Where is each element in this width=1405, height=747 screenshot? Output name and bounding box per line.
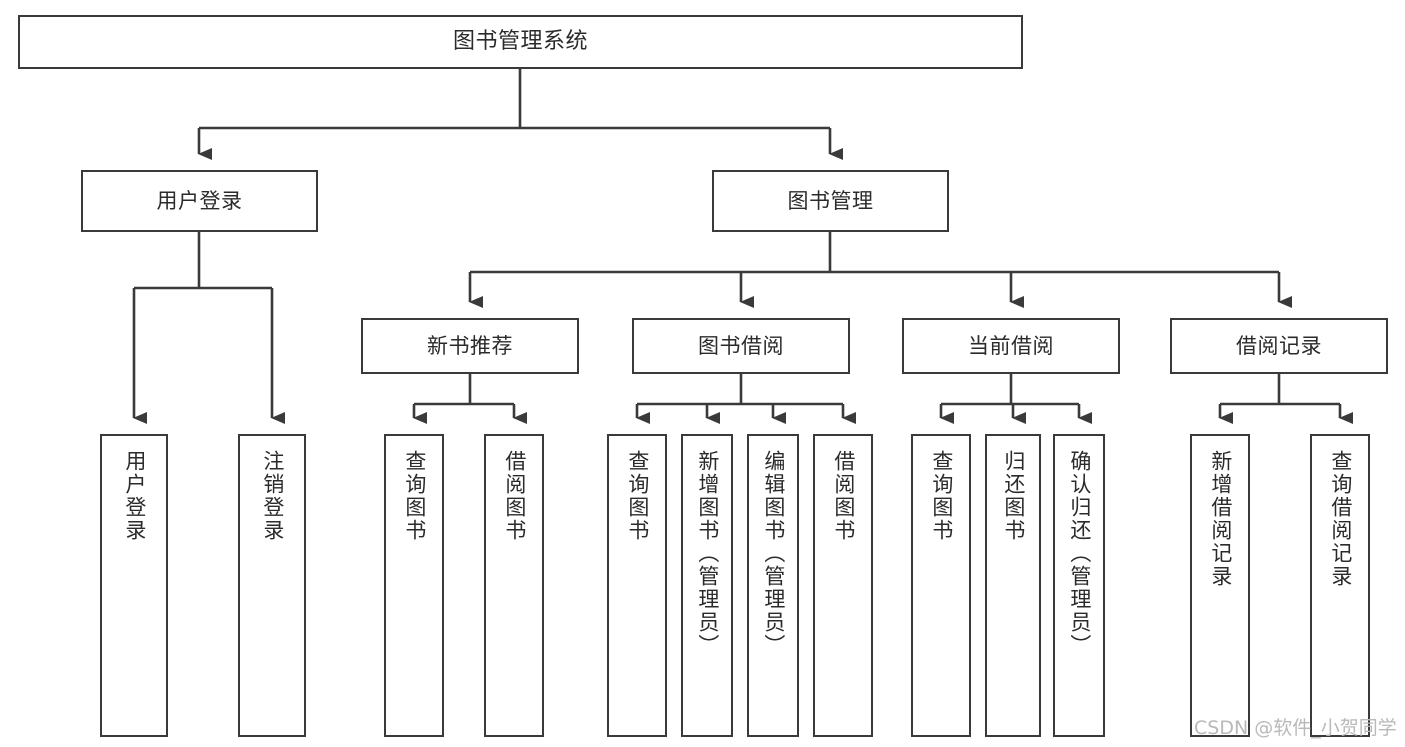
leaf-confirm-return-admin[interactable]: 确认归还（管理员） xyxy=(1053,434,1105,737)
leaf-confirm-return-admin-label: 确认归还（管理员） xyxy=(1067,450,1092,657)
node-book-management-label: 图书管理 xyxy=(787,188,874,213)
leaf-query-book-recommend-label: 查询图书 xyxy=(402,450,427,542)
leaf-query-book-current[interactable]: 查询图书 xyxy=(911,434,971,737)
csdn-watermark: CSDN @软件_小贺同学 xyxy=(1194,717,1397,739)
leaf-borrow-book[interactable]: 借阅图书 xyxy=(813,434,873,737)
leaf-edit-book-admin[interactable]: 编辑图书（管理员） xyxy=(747,434,799,737)
leaf-return-book[interactable]: 归还图书 xyxy=(985,434,1041,737)
node-current-borrow-label: 当前借阅 xyxy=(968,333,1054,358)
node-user-login[interactable]: 用户登录 xyxy=(81,170,318,232)
leaf-edit-book-admin-label: 编辑图书（管理员） xyxy=(761,450,786,657)
leaf-logout[interactable]: 注销登录 xyxy=(238,434,306,737)
node-root-label: 图书管理系统 xyxy=(452,29,588,55)
leaf-query-book-borrow[interactable]: 查询图书 xyxy=(607,434,667,737)
leaf-logout-label: 注销登录 xyxy=(260,450,285,542)
node-book-borrow[interactable]: 图书借阅 xyxy=(632,318,850,374)
leaf-add-book-admin[interactable]: 新增图书（管理员） xyxy=(681,434,733,737)
node-new-book-recommend-label: 新书推荐 xyxy=(427,333,513,358)
leaf-query-book-current-label: 查询图书 xyxy=(929,450,954,542)
leaf-borrow-book-recommend[interactable]: 借阅图书 xyxy=(484,434,544,737)
node-root[interactable]: 图书管理系统 xyxy=(18,15,1023,69)
node-borrow-record[interactable]: 借阅记录 xyxy=(1170,318,1388,374)
node-book-management[interactable]: 图书管理 xyxy=(712,170,949,232)
leaf-borrow-book-recommend-label: 借阅图书 xyxy=(502,450,527,542)
leaf-borrow-book-label: 借阅图书 xyxy=(831,450,856,542)
leaf-query-borrow-record-label: 查询借阅记录 xyxy=(1328,450,1353,588)
leaf-add-borrow-record-label: 新增借阅记录 xyxy=(1208,450,1233,588)
leaf-query-book-recommend[interactable]: 查询图书 xyxy=(384,434,444,737)
node-new-book-recommend[interactable]: 新书推荐 xyxy=(361,318,579,374)
leaf-return-book-label: 归还图书 xyxy=(1001,450,1026,542)
leaf-query-borrow-record[interactable]: 查询借阅记录 xyxy=(1310,434,1370,737)
leaf-add-borrow-record[interactable]: 新增借阅记录 xyxy=(1190,434,1250,737)
node-user-login-label: 用户登录 xyxy=(156,188,243,213)
node-book-borrow-label: 图书借阅 xyxy=(698,333,784,358)
leaf-user-login-label: 用户登录 xyxy=(122,450,147,542)
node-current-borrow[interactable]: 当前借阅 xyxy=(902,318,1120,374)
leaf-add-book-admin-label: 新增图书（管理员） xyxy=(695,450,720,657)
leaf-user-login[interactable]: 用户登录 xyxy=(100,434,168,737)
node-borrow-record-label: 借阅记录 xyxy=(1236,333,1322,358)
leaf-query-book-borrow-label: 查询图书 xyxy=(625,450,650,542)
